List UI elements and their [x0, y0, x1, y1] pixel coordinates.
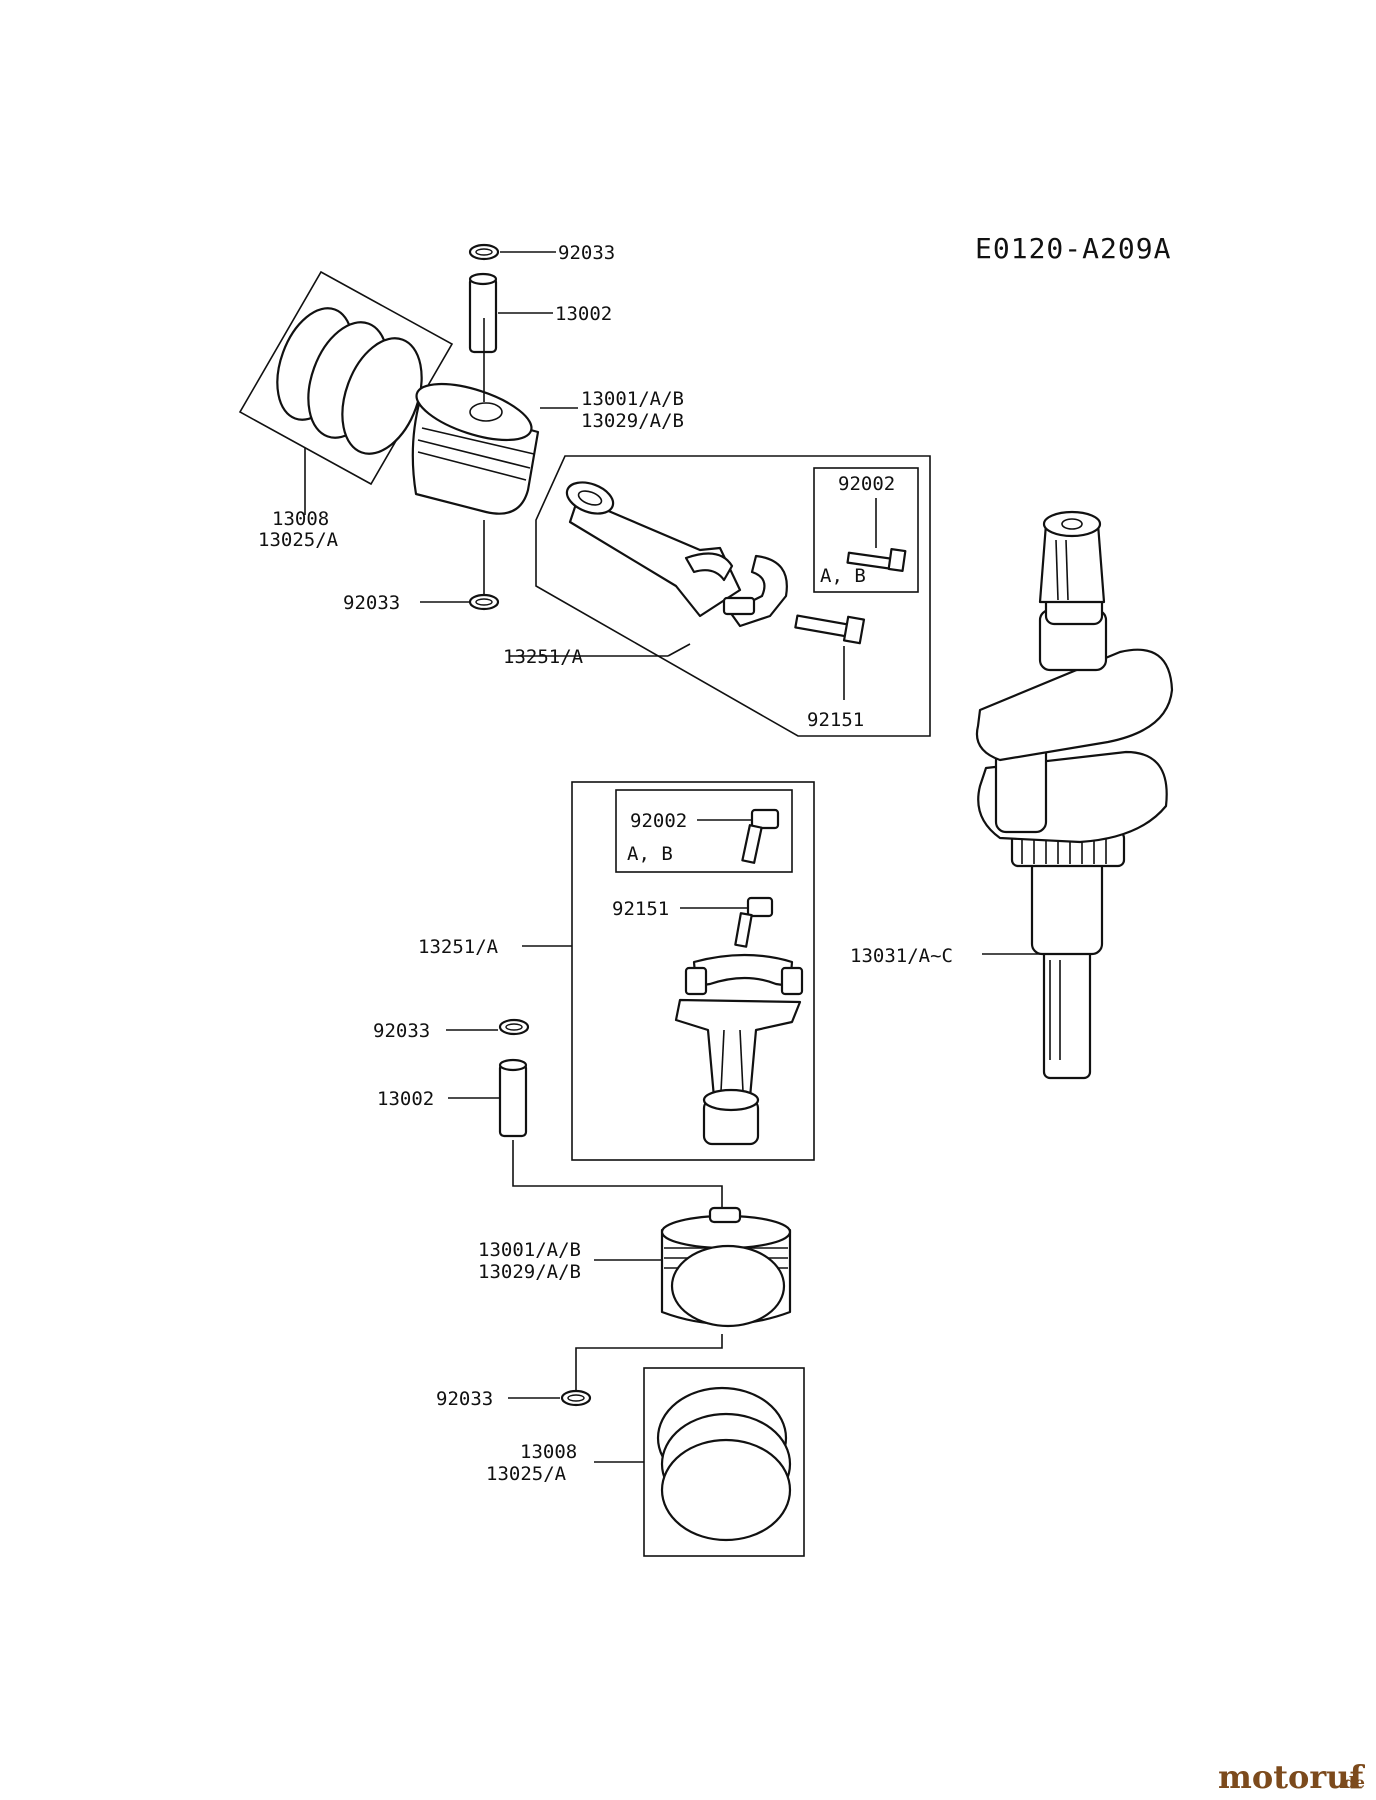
top-circlip — [468, 243, 500, 261]
label-top-rod-bolt: 92151 — [807, 709, 864, 731]
watermark: motoruf — [1218, 1758, 1365, 1796]
top-rod-bolt-box — [813, 467, 919, 593]
label-bot-rod-assy: 13251/A — [418, 936, 499, 958]
top-piston — [411, 318, 540, 515]
crankshaft — [975, 510, 1174, 1080]
label-bot-piston-2: 13029/A/B — [478, 1261, 581, 1283]
bot-rod-bolt-box — [615, 789, 793, 873]
label-top-rod-bolt-box: 92002 — [838, 473, 895, 495]
top-circlip-lower — [468, 593, 500, 611]
label-bot-rod-bolt-box: 92002 — [630, 810, 687, 832]
label-top-rings-2: 13025/A — [258, 529, 339, 551]
label-top-rod-bolt-box-variant: A, B — [820, 565, 866, 587]
top-rings-box — [238, 270, 454, 486]
bot-circlip — [498, 1018, 530, 1036]
label-top-piston-1: 13001/A/B — [581, 388, 684, 410]
label-bot-piston-1: 13001/A/B — [478, 1239, 581, 1261]
bot-piston-pin — [498, 1058, 528, 1138]
label-bot-clip-lower: 92033 — [436, 1388, 493, 1410]
top-inner-bolt — [846, 548, 907, 572]
top-rod-assy-box — [535, 455, 931, 737]
label-top-rings-1: 13008 — [272, 508, 329, 530]
label-bot-rings-1: 13008 — [520, 1441, 577, 1463]
label-bot-rod-bolt-box-variant: A, B — [627, 843, 673, 865]
top-rod-bolt — [794, 614, 866, 645]
bot-piston-rings — [656, 1386, 792, 1542]
bot-inner-bolt — [741, 808, 780, 864]
label-bot-clip: 92033 — [373, 1020, 430, 1042]
bot-circlip-lower — [560, 1389, 592, 1407]
watermark-suffix: .de — [1338, 1773, 1365, 1792]
label-top-rod-assy: 13251/A — [503, 646, 584, 668]
label-bot-pin: 13002 — [377, 1088, 434, 1110]
label-crankshaft: 13031/A~C — [850, 945, 953, 967]
top-connecting-rod — [565, 481, 742, 618]
label-bot-rings-2: 13025/A — [486, 1463, 567, 1485]
bot-piston — [660, 1206, 792, 1328]
bot-rod-bolt — [734, 896, 774, 948]
label-top-clip: 92033 — [558, 242, 615, 264]
label-top-pin: 13002 — [555, 303, 612, 325]
top-piston-pin — [468, 272, 498, 354]
top-rod-cap — [722, 554, 788, 628]
label-top-piston-2: 13029/A/B — [581, 410, 684, 432]
diagram-code: E0120-A209A — [975, 232, 1171, 265]
label-bot-rod-bolt: 92151 — [612, 898, 669, 920]
label-top-clip-lower: 92033 — [343, 592, 400, 614]
bot-connecting-rod — [674, 953, 804, 1146]
bot-rod-assy-box — [571, 781, 815, 1161]
